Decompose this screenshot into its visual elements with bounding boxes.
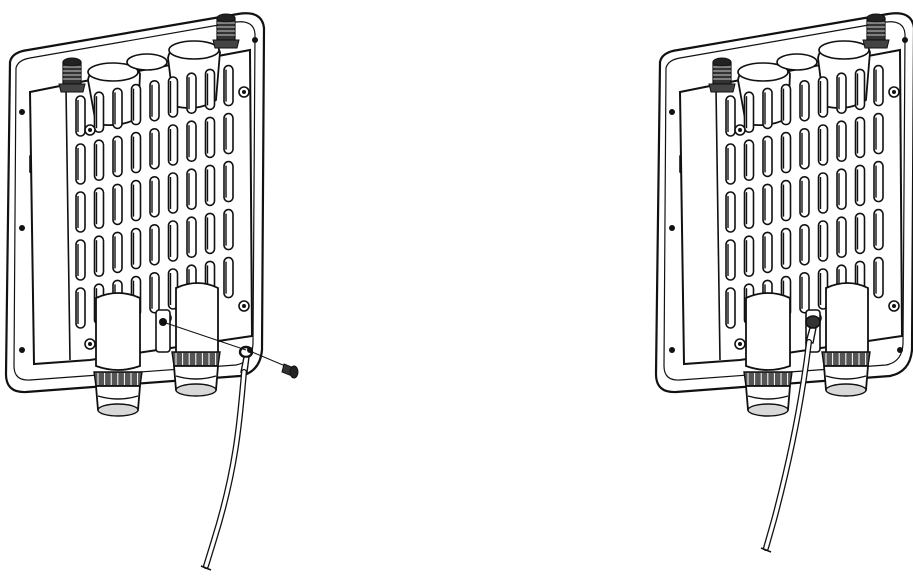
- plate-hole: [902, 37, 908, 43]
- antenna-unit-after: [656, 13, 913, 416]
- boss-bottom-left: [96, 293, 140, 370]
- housing-screw-center: [892, 304, 896, 308]
- gland-right: [822, 352, 870, 396]
- housing-screw-center: [242, 90, 246, 94]
- connector-right: [213, 14, 239, 48]
- boss-bottom-right: [176, 283, 218, 356]
- housing-screw-center: [88, 128, 92, 132]
- ground-wire-before-core: [206, 372, 244, 566]
- antenna-unit-before: [6, 13, 264, 416]
- ground-lug-attached: [806, 316, 820, 328]
- plate-hole: [252, 37, 258, 43]
- boss-top-middle-cap: [127, 54, 167, 70]
- connector-left: [59, 58, 85, 92]
- boss-bottom-left: [746, 293, 790, 370]
- plate-hole: [897, 347, 903, 353]
- boss-bottom-right: [826, 283, 868, 356]
- plate-hole: [669, 225, 675, 231]
- housing-screw-center: [242, 304, 246, 308]
- gland-right: [172, 352, 220, 396]
- boss-top-middle-cap: [777, 54, 817, 70]
- housing-screw-center: [88, 342, 92, 346]
- plate-hole: [19, 109, 25, 115]
- plate-hole: [19, 347, 25, 353]
- ground-screw: [282, 364, 298, 378]
- ground-wire-before: [206, 372, 244, 566]
- plate-hole: [669, 347, 675, 353]
- panel-after: [656, 13, 913, 552]
- panel-before: [6, 13, 298, 570]
- housing-screw-center: [892, 90, 896, 94]
- plate-hole: [19, 225, 25, 231]
- ground-terminal-boss: [156, 310, 170, 352]
- housing-screw-center: [738, 342, 742, 346]
- boss-top-right-cap: [819, 41, 869, 59]
- plate-hole: [669, 109, 675, 115]
- connector-right: [863, 14, 889, 48]
- boss-top-right-cap: [169, 41, 219, 59]
- gland-left: [744, 372, 792, 416]
- connector-left: [709, 58, 735, 92]
- housing-screw-center: [738, 128, 742, 132]
- gland-left: [94, 372, 142, 416]
